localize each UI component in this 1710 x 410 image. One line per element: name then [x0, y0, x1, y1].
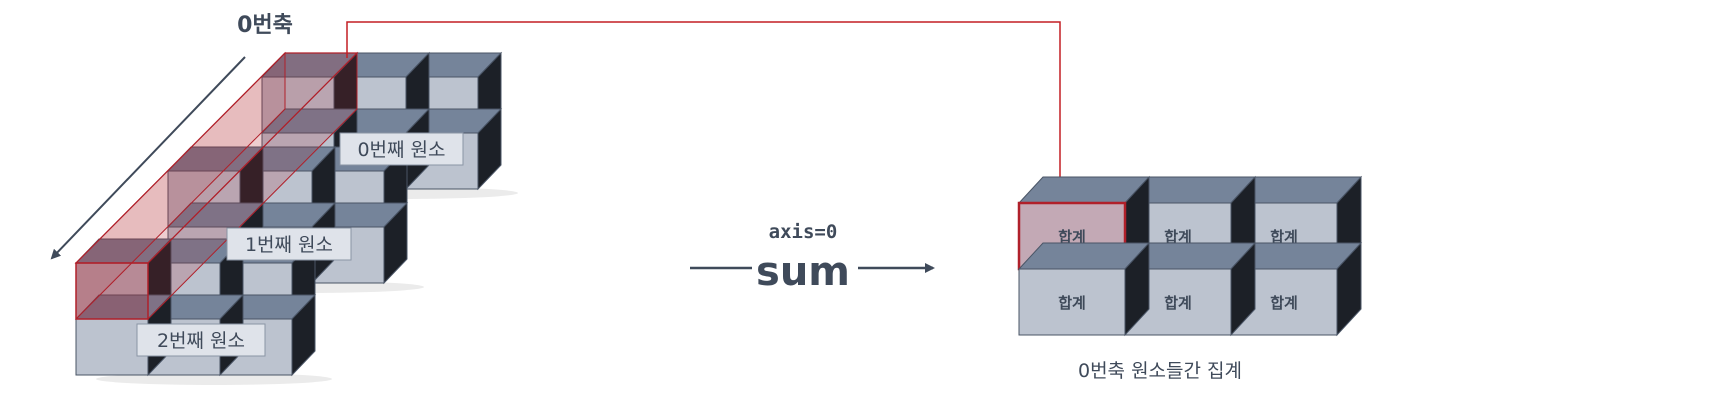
element-label-2: 2번째 원소 — [136, 323, 266, 357]
connector-arrow — [346, 21, 1070, 204]
axis-highlight — [74, 51, 359, 321]
element-label-box — [339, 132, 464, 166]
cube-front-face — [75, 318, 149, 376]
result-caption: 0번축 원소들간 집계 — [1078, 360, 1242, 382]
operation-name: sum — [756, 249, 850, 295]
result-cell-label: 합계 — [1058, 294, 1086, 312]
element-label-box — [136, 323, 266, 357]
result-cell-label: 합계 — [1164, 228, 1192, 246]
result-cell-1-0: 합계 — [1017, 241, 1151, 337]
axis-label: 0번축 — [237, 13, 293, 38]
element-label-1: 1번째 원소 — [226, 227, 352, 261]
operation: axis=0 sum — [690, 221, 935, 295]
result-cell-label: 합계 — [1270, 228, 1298, 246]
slice-shadow — [96, 373, 332, 385]
result-cell-label: 합계 — [1058, 228, 1086, 246]
axis-direction-arrow — [50, 56, 246, 260]
element-labels: 0번째 원소 1번째 원소 2번째 원소 — [136, 132, 464, 357]
result-cell-label: 합계 — [1164, 294, 1192, 312]
cube-front-face — [1018, 268, 1126, 336]
element-label-text: 0번째 원소 — [357, 139, 445, 161]
result-cell-label: 합계 — [1270, 294, 1298, 312]
operation-param: axis=0 — [769, 221, 838, 243]
element-label-box — [226, 227, 352, 261]
element-label-0: 0번째 원소 — [339, 132, 464, 166]
highlight-front — [75, 262, 149, 320]
element-label-text: 2번째 원소 — [157, 330, 245, 352]
element-label-text: 1번째 원소 — [245, 234, 333, 256]
